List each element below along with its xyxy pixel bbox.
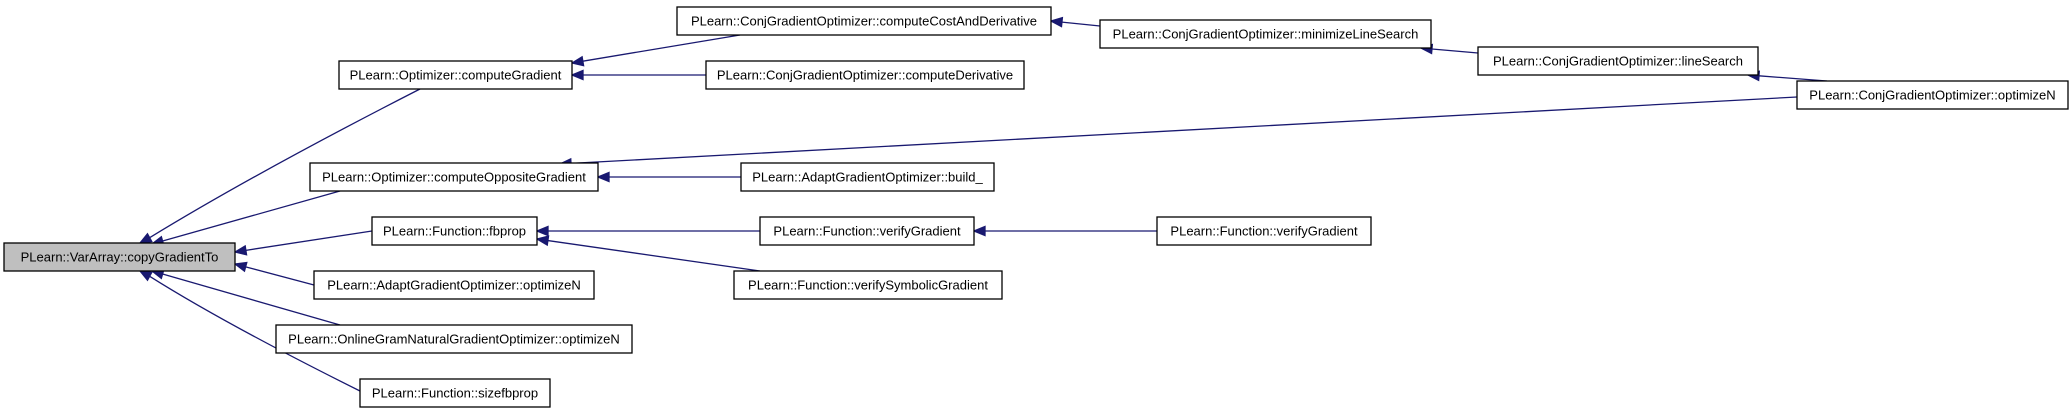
node-box[interactable] <box>371 216 538 246</box>
edge-line <box>162 273 341 326</box>
edge-fbprop-to-copyGradientTo <box>233 230 373 256</box>
edge-onlineGramOptimizeN-to-copyGradientTo <box>150 268 341 326</box>
edge-line <box>1431 48 1479 54</box>
node-label: PLearn::ConjGradientOptimizer::lineSearc… <box>1493 54 1743 69</box>
node-lineSearch[interactable]: PLearn::ConjGradientOptimizer::lineSearc… <box>1477 46 1759 76</box>
node-box[interactable] <box>1099 19 1432 49</box>
node-box[interactable] <box>676 6 1052 36</box>
arrowhead-icon <box>972 225 986 237</box>
edge-line <box>1758 75 1828 82</box>
node-computeGradient[interactable]: PLearn::Optimizer::computeGradient <box>338 60 573 90</box>
node-label: PLearn::Function::verifySymbolicGradient <box>748 278 988 293</box>
arrowhead-icon <box>233 244 248 256</box>
edge-adaptBuild-to-computeOppositeGradient <box>596 171 741 183</box>
edge-verifyGradient1-to-fbprop <box>535 225 760 237</box>
node-box[interactable] <box>1156 216 1372 246</box>
node-box[interactable] <box>313 270 595 300</box>
node-label: PLearn::VarArray::copyGradientTo <box>21 250 219 265</box>
node-box[interactable] <box>705 60 1025 90</box>
edge-computeOppositeGradient-to-copyGradientTo <box>150 190 341 247</box>
node-conjOptimizeN[interactable]: PLearn::ConjGradientOptimizer::optimizeN <box>1796 80 2069 110</box>
edge-conjOptimizeN-to-computeOppositeGradient <box>558 96 1798 169</box>
nodes-layer: PLearn::VarArray::copyGradientToPLearn::… <box>3 6 2069 408</box>
node-label: PLearn::Optimizer::computeGradient <box>350 68 562 83</box>
node-box[interactable] <box>759 216 975 246</box>
node-fbprop[interactable]: PLearn::Function::fbprop <box>371 216 538 246</box>
node-computeOppositeGradient[interactable]: PLearn::Optimizer::computeOppositeGradie… <box>309 162 599 192</box>
edge-minimizeLineSearch-to-computeCostAndDerivative <box>1049 16 1101 28</box>
arrowhead-icon <box>570 55 585 67</box>
node-label: PLearn::ConjGradientOptimizer::optimizeN <box>1809 88 2055 103</box>
edge-conjOptimizeN-to-lineSearch <box>1746 70 1828 82</box>
edge-line <box>162 190 341 242</box>
node-label: PLearn::Optimizer::computeOppositeGradie… <box>322 170 586 185</box>
arrowhead-icon <box>1049 16 1064 28</box>
arrowhead-icon <box>570 69 584 81</box>
node-computeCostAndDerivative[interactable]: PLearn::ConjGradientOptimizer::computeCo… <box>676 6 1052 36</box>
arrowhead-icon <box>138 232 153 244</box>
node-label: PLearn::OnlineGramNaturalGradientOptimiz… <box>288 332 620 347</box>
node-box[interactable] <box>338 60 573 90</box>
node-label: PLearn::ConjGradientOptimizer::computeDe… <box>717 68 1013 83</box>
node-verifySymbolicGradient[interactable]: PLearn::Function::verifySymbolicGradient <box>733 270 1003 300</box>
node-box[interactable] <box>740 162 995 192</box>
node-label: PLearn::Function::verifyGradient <box>773 224 961 239</box>
node-box[interactable] <box>1477 46 1759 76</box>
node-label: PLearn::Function::fbprop <box>383 224 526 239</box>
node-label: PLearn::AdaptGradientOptimizer::optimize… <box>327 278 581 293</box>
node-minimizeLineSearch[interactable]: PLearn::ConjGradientOptimizer::minimizeL… <box>1099 19 1432 49</box>
node-label: PLearn::ConjGradientOptimizer::minimizeL… <box>1113 27 1419 42</box>
node-label: PLearn::Function::sizefbprop <box>372 386 538 401</box>
edge-line <box>149 275 361 392</box>
edge-line <box>245 230 373 251</box>
edge-verifyGradient2-to-verifyGradient1 <box>972 225 1157 237</box>
node-box[interactable] <box>3 242 236 272</box>
arrowhead-icon <box>138 270 153 282</box>
edge-line <box>582 34 741 62</box>
edge-line <box>547 239 761 272</box>
node-verifyGradient2[interactable]: PLearn::Function::verifyGradient <box>1156 216 1372 246</box>
node-box[interactable] <box>309 162 599 192</box>
edge-line <box>1061 21 1101 27</box>
node-label: PLearn::Function::verifyGradient <box>1170 224 1358 239</box>
edge-computeGradient-to-copyGradientTo <box>138 88 421 244</box>
node-box[interactable] <box>733 270 1003 300</box>
node-label: PLearn::ConjGradientOptimizer::computeCo… <box>691 14 1037 29</box>
node-box[interactable] <box>275 324 633 354</box>
node-copyGradientTo[interactable]: PLearn::VarArray::copyGradientTo <box>3 242 236 272</box>
node-onlineGramOptimizeN[interactable]: PLearn::OnlineGramNaturalGradientOptimiz… <box>275 324 633 354</box>
arrowhead-icon <box>535 235 550 247</box>
arrowhead-icon <box>233 261 248 273</box>
arrowhead-icon <box>535 225 549 237</box>
edge-line <box>149 88 421 239</box>
edge-line <box>245 266 315 286</box>
edge-computeDerivative-to-computeGradient <box>570 69 706 81</box>
node-label: PLearn::AdaptGradientOptimizer::build_ <box>752 170 983 185</box>
node-adaptOptimizeN[interactable]: PLearn::AdaptGradientOptimizer::optimize… <box>313 270 595 300</box>
node-sizefbprop[interactable]: PLearn::Function::sizefbprop <box>359 378 551 408</box>
edge-computeCostAndDerivative-to-computeGradient <box>570 34 741 67</box>
edge-line <box>570 96 1798 165</box>
arrowhead-icon <box>596 171 610 183</box>
node-verifyGradient1[interactable]: PLearn::Function::verifyGradient <box>759 216 975 246</box>
node-adaptBuild[interactable]: PLearn::AdaptGradientOptimizer::build_ <box>740 162 995 192</box>
node-box[interactable] <box>359 378 551 408</box>
edge-sizefbprop-to-copyGradientTo <box>138 270 361 392</box>
edge-verifySymbolicGradient-to-fbprop <box>535 235 761 272</box>
edge-adaptOptimizeN-to-copyGradientTo <box>233 261 315 286</box>
node-computeDerivative[interactable]: PLearn::ConjGradientOptimizer::computeDe… <box>705 60 1025 90</box>
node-box[interactable] <box>1796 80 2069 110</box>
